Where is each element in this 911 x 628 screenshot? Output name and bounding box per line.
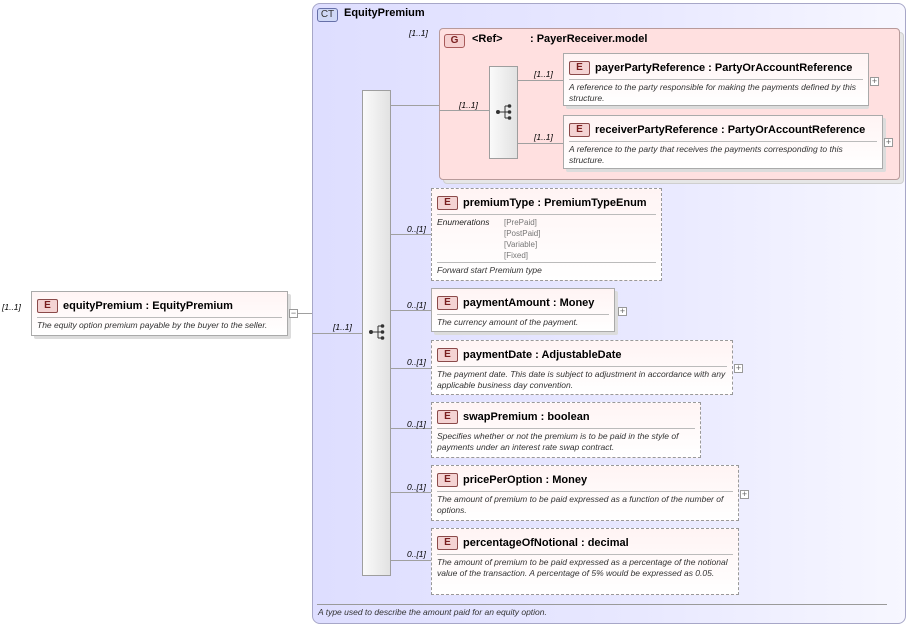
element-badge: E — [569, 60, 590, 75]
connector-line — [391, 560, 431, 561]
element-description: The equity option premium payable by the… — [37, 320, 268, 330]
root-multiplicity: [1..1] — [2, 302, 21, 312]
enum-value: [Fixed] — [504, 251, 529, 260]
collapse-icon[interactable]: − — [289, 308, 298, 318]
element-name: paymentDate : AdjustableDate — [463, 348, 622, 361]
connector-line — [312, 333, 362, 334]
element-divider — [437, 314, 609, 315]
element-name: pricePerOption : Money — [463, 473, 588, 486]
element-badge: E — [437, 472, 458, 487]
ct-badge: CT — [317, 8, 338, 22]
connector-line — [439, 110, 489, 111]
group-inner-multiplicity: [1..1] — [459, 100, 478, 110]
sequence-icon — [369, 324, 385, 340]
expand-icon[interactable]: + — [734, 363, 743, 373]
element-divider — [37, 317, 282, 318]
group-ref-label: <Ref> — [472, 33, 503, 45]
connector-line — [391, 105, 439, 106]
element-name: equityPremium : EquityPremium — [63, 299, 233, 312]
sequence-icon — [496, 104, 512, 120]
connector-line — [298, 313, 312, 314]
element-description: Forward start Premium type — [437, 265, 542, 275]
connector-line — [391, 428, 431, 429]
element-badge: E — [437, 195, 458, 210]
connector-line — [391, 368, 431, 369]
expand-icon[interactable]: + — [740, 489, 749, 499]
element-multiplicity: [1..1] — [534, 69, 553, 79]
element-description: A reference to the party responsible for… — [569, 82, 856, 103]
element-multiplicity: 0..[1] — [407, 357, 426, 367]
expand-icon[interactable]: + — [870, 76, 879, 86]
element-name: premiumType : PremiumTypeEnum — [463, 196, 647, 209]
element-name: percentageOfNotional : decimal — [463, 536, 629, 549]
element-name: payerPartyReference : PartyOrAccountRefe… — [595, 61, 853, 74]
element-badge: E — [437, 535, 458, 550]
ct-description: A type used to describe the amount paid … — [318, 607, 547, 617]
element-divider — [437, 214, 656, 215]
expand-icon[interactable]: + — [618, 306, 627, 316]
element-description: The amount of premium to be paid express… — [437, 494, 724, 515]
connector-line — [518, 80, 563, 81]
element-divider — [437, 366, 727, 367]
enum-values: [PrePaid] [PostPaid] [Variable] [Fixed] — [504, 217, 540, 261]
connector-line — [518, 143, 563, 144]
element-divider — [437, 262, 656, 263]
sequence-multiplicity: [1..1] — [333, 322, 352, 332]
ct-title: EquityPremium — [344, 7, 425, 19]
element-description: The currency amount of the payment. — [437, 317, 579, 327]
connector-line — [391, 492, 431, 493]
element-multiplicity: 0..[1] — [407, 482, 426, 492]
element-description: The amount of premium to be paid express… — [437, 557, 728, 578]
enum-value: [PrePaid] — [504, 218, 537, 227]
element-badge: E — [437, 347, 458, 362]
element-multiplicity: 0..[1] — [407, 300, 426, 310]
element-multiplicity: 0..[1] — [407, 419, 426, 429]
element-multiplicity: 0..[1] — [407, 549, 426, 559]
group-multiplicity: [1..1] — [409, 28, 428, 38]
element-divider — [569, 141, 877, 142]
ct-divider — [317, 604, 887, 605]
element-multiplicity: 0..[1] — [407, 224, 426, 234]
element-name: swapPremium : boolean — [463, 410, 590, 423]
element-badge: E — [437, 409, 458, 424]
element-name: paymentAmount : Money — [463, 296, 595, 309]
group-model-name: : PayerReceiver.model — [530, 33, 648, 45]
element-description: Specifies whether or not the premium is … — [437, 431, 679, 452]
element-description: The payment date. This date is subject t… — [437, 369, 726, 390]
element-badge: E — [569, 122, 590, 137]
connector-line — [391, 234, 431, 235]
element-divider — [569, 79, 863, 80]
element-badge: E — [37, 298, 58, 313]
expand-icon[interactable]: + — [884, 137, 893, 147]
enum-value: [Variable] — [504, 240, 538, 249]
element-badge: E — [437, 295, 458, 310]
element-divider — [437, 428, 695, 429]
enum-value: [PostPaid] — [504, 229, 541, 238]
sequence-compositor[interactable] — [362, 90, 391, 576]
connector-line — [391, 310, 431, 311]
element-multiplicity: [1..1] — [534, 132, 553, 142]
element-divider — [437, 554, 733, 555]
element-divider — [437, 491, 733, 492]
element-name: receiverPartyReference : PartyOrAccountR… — [595, 123, 866, 136]
group-badge: G — [444, 34, 465, 48]
element-description: A reference to the party that receives t… — [569, 144, 843, 165]
enumerations-label: Enumerations — [437, 217, 490, 227]
